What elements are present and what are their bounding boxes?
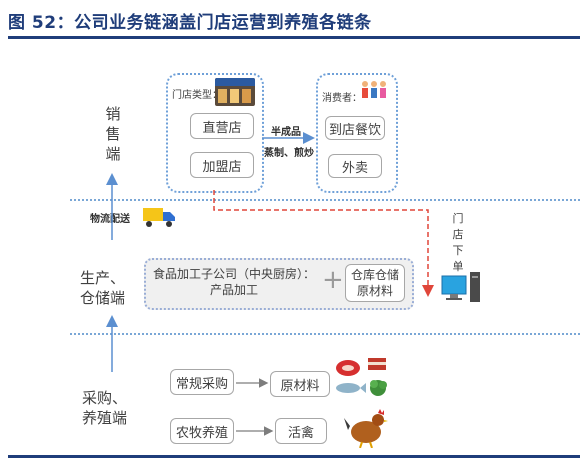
title-rule — [8, 36, 580, 39]
store-order-char-3: 下 — [452, 244, 464, 257]
separator-production — [70, 333, 580, 335]
stage-procurement-line-2: 养殖端 — [82, 409, 128, 427]
regular-purchase: 常规采购 — [170, 369, 234, 395]
separator-sales — [70, 199, 580, 201]
stage-sales-char-3: 端 — [105, 145, 121, 163]
computer-icon — [440, 270, 482, 304]
warehouse-line-2: 原材料 — [356, 284, 393, 298]
warehouse: 仓库仓储 原材料 — [345, 264, 405, 302]
consumer-label: 消费者： — [322, 93, 362, 104]
raw-material: 原材料 — [270, 371, 330, 397]
consumer-takeout: 外卖 — [328, 154, 382, 178]
chicken-icon — [344, 408, 388, 449]
store-direct: 直营店 — [190, 113, 254, 139]
store-type-group — [166, 73, 264, 193]
stage-production: 生产、 仓储端 — [80, 268, 150, 308]
store-order-label: 门 店 下 单 — [450, 211, 466, 275]
live-poultry: 活禽 — [275, 418, 327, 444]
figure-title: 图 52：公司业务链涵盖门店运营到养殖各链条 — [8, 13, 372, 33]
consumer-group — [316, 73, 398, 193]
central-kitchen: 食品加工子公司（中央厨房）： 产品加工 — [150, 266, 318, 298]
stage-production-line-2: 仓储端 — [80, 289, 126, 307]
raw-food-icon — [334, 356, 392, 400]
stage-procurement: 采购、 养殖端 — [82, 388, 152, 428]
central-kitchen-line-2: 产品加工 — [209, 283, 258, 297]
people-icon — [360, 80, 388, 100]
store-franchise: 加盟店 — [190, 152, 254, 178]
stage-sales-char-2: 售 — [105, 125, 121, 143]
stage-procurement-line-1: 采购、 — [82, 389, 128, 407]
plus-sign: + — [322, 265, 344, 295]
semi-finished-label: 半成品 — [271, 127, 301, 138]
central-kitchen-line-1: 食品加工子公司（中央厨房）： — [152, 267, 315, 281]
stage-sales: 销 售 端 — [98, 104, 128, 164]
consumer-dine-in: 到店餐饮 — [325, 116, 385, 140]
cook-label: 蒸制、煎炒 — [264, 148, 314, 159]
farming: 农牧养殖 — [170, 418, 234, 444]
truck-icon — [142, 206, 176, 228]
store-order-char-2: 店 — [452, 228, 464, 241]
store-order-char-1: 门 — [452, 212, 464, 225]
warehouse-line-1: 仓库仓储 — [350, 268, 399, 282]
bottom-rule — [8, 455, 580, 458]
stage-sales-char-1: 销 — [105, 105, 121, 123]
arrow-store-order — [213, 190, 434, 297]
stage-production-line-1: 生产、 — [80, 269, 126, 287]
store-type-label: 门店类型： — [172, 90, 222, 101]
store-order-char-4: 单 — [452, 260, 464, 273]
logistics-label: 物流配送 — [90, 214, 130, 225]
storefront-photo — [215, 78, 255, 106]
